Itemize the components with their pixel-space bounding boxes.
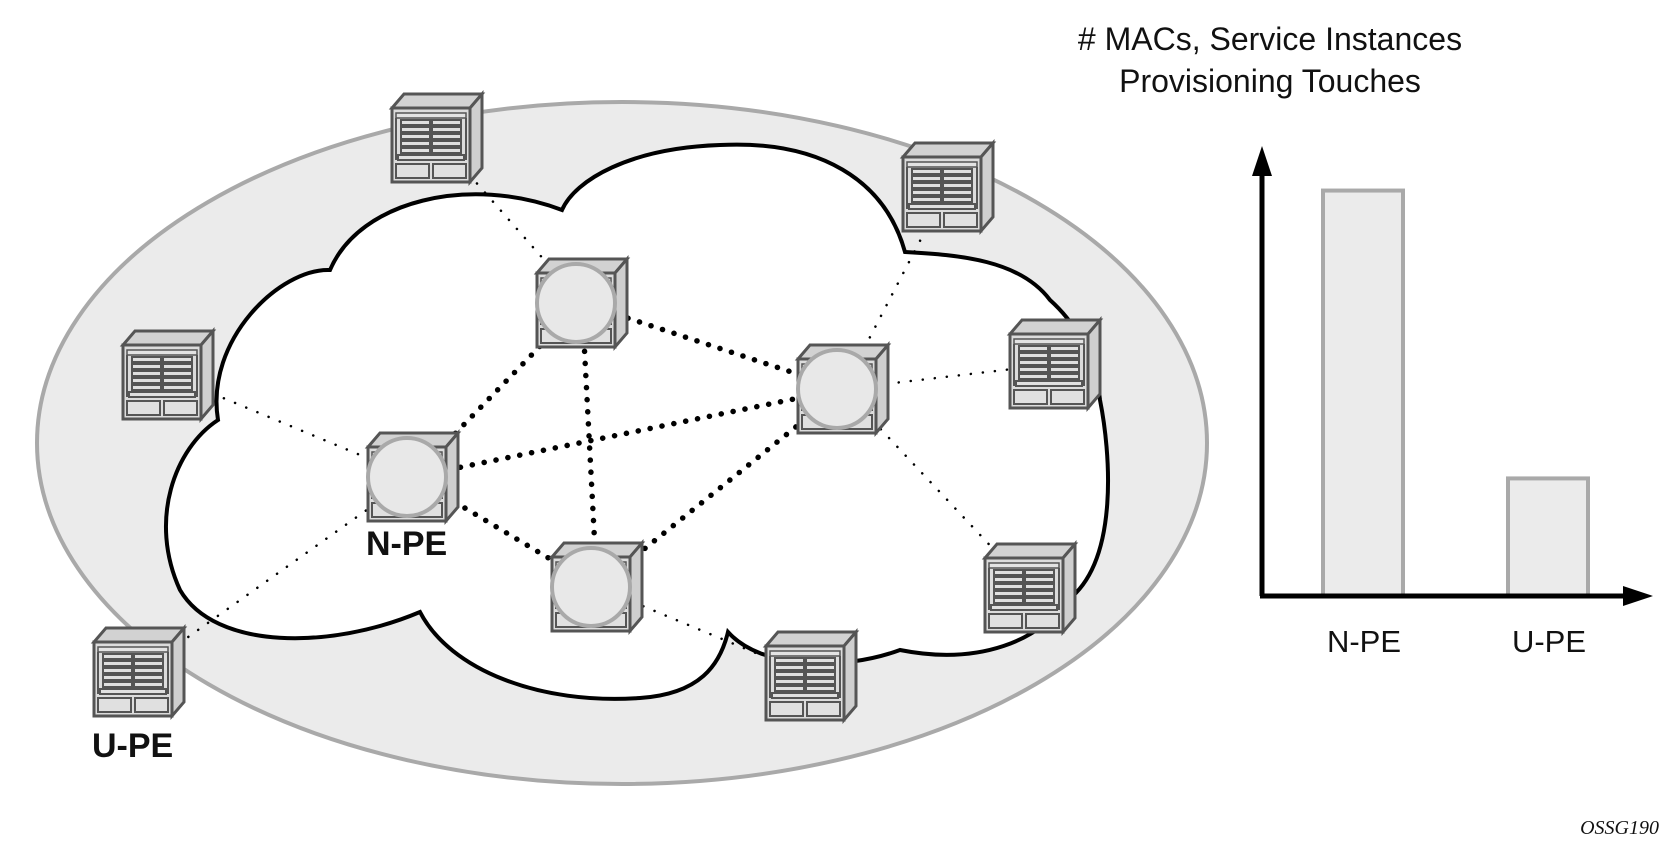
access-link: [166, 373, 415, 479]
core-link: [410, 300, 585, 480]
u-pe-top-device-icon: [390, 92, 484, 184]
x-tick-label-u-pe: U-PE: [1511, 624, 1587, 659]
x-tick-label-n-pe: N-PE: [1326, 624, 1402, 659]
u-pe-right-device-icon: [1008, 318, 1102, 410]
y-axis-arrow-icon: [1252, 146, 1272, 176]
bar-u-pe: [1506, 476, 1590, 598]
u-pe-bottom-left-device-icon: [92, 626, 186, 718]
bar-n-pe: [1321, 188, 1405, 599]
chart-title: # MACs, Service Instances Provisioning T…: [1040, 18, 1500, 102]
chart-title-line-1: # MACs, Service Instances: [1077, 21, 1463, 57]
n-pe-bottom-router-icon: [550, 541, 644, 633]
n-pe-label: N-PE: [366, 525, 448, 563]
n-pe-right-router-icon: [796, 343, 890, 435]
core-link: [579, 300, 600, 590]
core-cloud: [164, 142, 1110, 701]
u-pe-label: U-PE: [92, 727, 174, 765]
u-pe-bottom-right-device-icon: [983, 542, 1077, 634]
u-pe-left-device-icon: [121, 329, 215, 421]
nodes-layer: [92, 92, 1102, 722]
core-link: [410, 386, 846, 480]
chart-title-line-2: Provisioning Touches: [1119, 63, 1421, 99]
u-pe-bottom-device-icon: [764, 630, 858, 722]
access-link: [137, 475, 415, 674]
n-pe-top-router-icon: [535, 257, 629, 349]
u-pe-top-right-device-icon: [901, 141, 995, 233]
x-axis-arrow-icon: [1623, 586, 1653, 606]
figure-id: OSSG190: [1580, 817, 1659, 839]
bar-chart: [1252, 146, 1653, 606]
core-link: [594, 386, 846, 590]
n-pe-left-router-icon: [366, 431, 460, 523]
